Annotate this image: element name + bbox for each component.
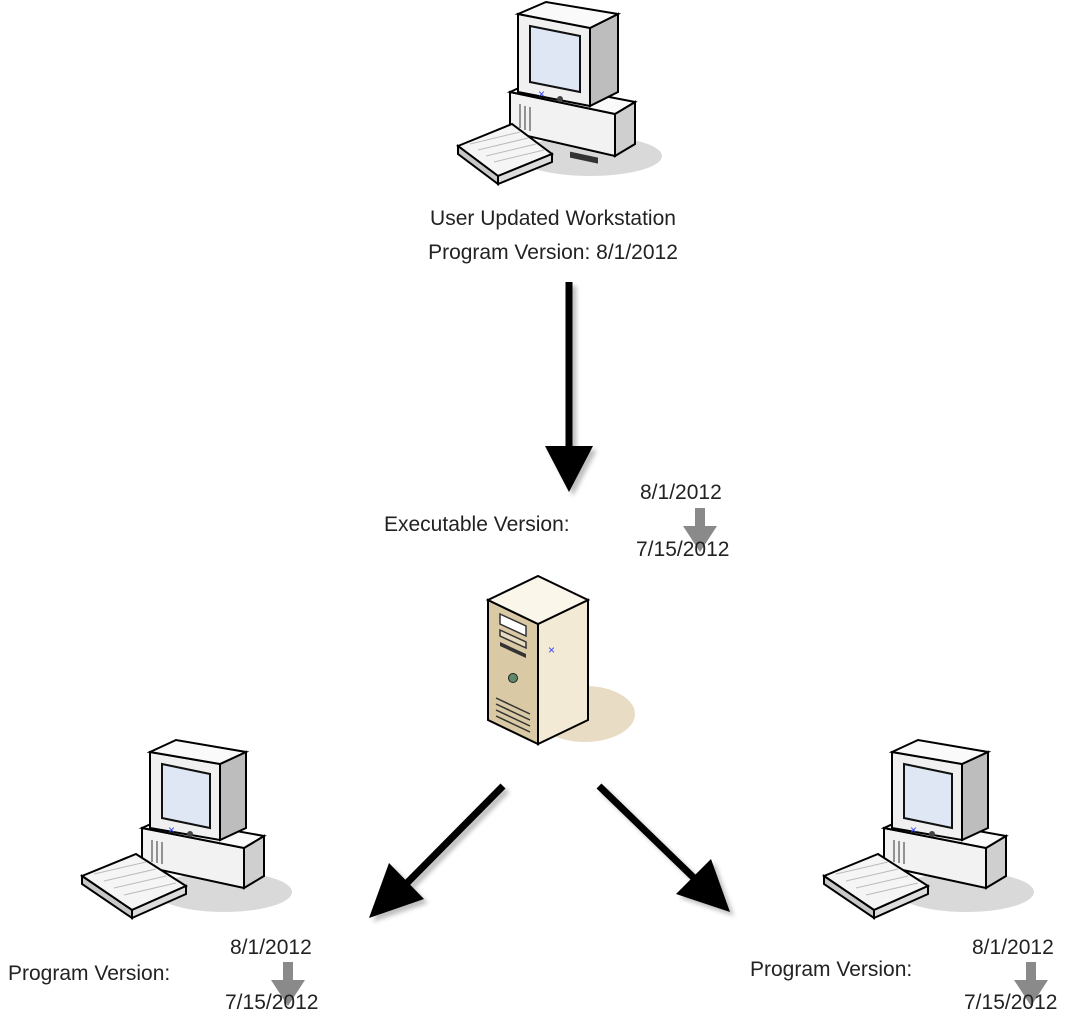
left-workstation-new-version: 8/1/2012: [230, 936, 312, 959]
right-workstation-new-version: 8/1/2012: [972, 936, 1054, 959]
server-new-version: 8/1/2012: [640, 481, 722, 504]
svg-text:×: ×: [168, 823, 175, 837]
server-tower-icon: ×: [480, 562, 640, 752]
arrow-top-to-server: [545, 282, 593, 492]
right-workstation-old-version: 7/15/2012: [964, 991, 1058, 1014]
arrow-server-to-left: [369, 783, 506, 918]
top-workstation-computer-icon: ×: [440, 0, 670, 200]
left-workstation-computer-icon: ×: [74, 738, 294, 932]
right-workstation-program-version-label: Program Version:: [750, 958, 913, 981]
left-workstation-program-version-label: Program Version:: [8, 962, 171, 985]
svg-text:×: ×: [548, 643, 555, 657]
server-executable-version-label: Executable Version:: [384, 513, 570, 536]
right-workstation-computer-icon: ×: [816, 738, 1036, 932]
top-workstation-program-version: Program Version: 8/1/2012: [428, 241, 678, 264]
left-workstation-old-version: 7/15/2012: [225, 991, 319, 1014]
arrow-server-to-right: [596, 783, 730, 912]
svg-text:×: ×: [538, 87, 545, 101]
top-workstation-title: User Updated Workstation: [430, 207, 676, 230]
svg-text:×: ×: [910, 823, 917, 837]
server-old-version: 7/15/2012: [636, 538, 730, 561]
